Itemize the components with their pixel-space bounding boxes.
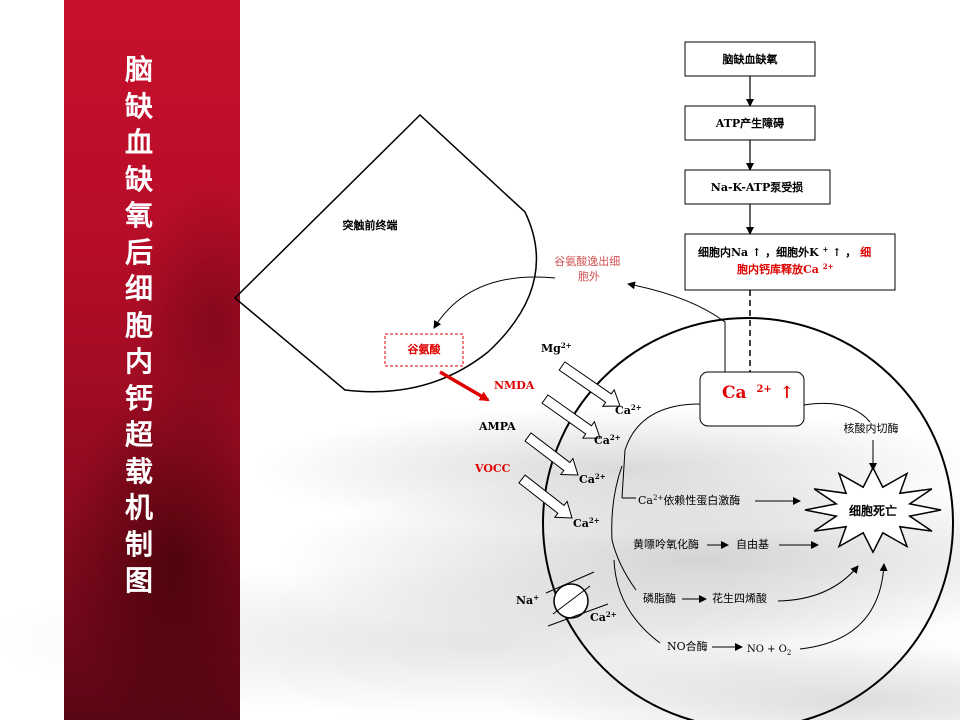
- no-to-death-arrow: [799, 563, 888, 650]
- calcium-overload-node: Ca 2+ ↑: [699, 371, 805, 427]
- flow-box-ischemia-label: 脑缺血缺氧: [723, 52, 778, 66]
- pathway-labels: 核酸内切酶 Ca2+依赖性蛋白激酶 黄嘌呤氧化酶 自由基 磷脂酶 花生四烯酸 N…: [633, 421, 899, 657]
- presynaptic-terminal: 突触前终端 谷氨酸: [233, 113, 556, 402]
- ca-influx-label-1: Ca2+: [615, 403, 642, 417]
- title-char: 缺: [124, 89, 153, 123]
- up-arrow-icon: ↑: [780, 383, 794, 403]
- title-char: 氧: [124, 199, 153, 232]
- mg-channel-arrow: [558, 361, 621, 407]
- ca-center-box: [699, 371, 805, 427]
- title-char: 细: [124, 272, 153, 305]
- nos-label: NO合酶: [667, 639, 708, 653]
- nuclease-label: 核酸内切酶: [844, 421, 899, 435]
- title-char: 钙: [124, 381, 153, 415]
- nmda-label: NMDA: [494, 379, 535, 392]
- free-radical-label: 自由基: [736, 537, 769, 551]
- channel-arrows: [518, 361, 621, 519]
- flow-box-ion-line2: 胞内钙库释放Ca 2+: [737, 262, 834, 276]
- title-char: 血: [124, 126, 153, 159]
- exchanger-line-b: [547, 603, 609, 627]
- terminal-label: 突触前终端: [343, 218, 398, 232]
- branch-trunk-2: [611, 465, 623, 541]
- ca-center-label: Ca 2+ ↑: [722, 377, 794, 403]
- vocc-label: VOCC: [474, 462, 511, 475]
- kinase-label: Ca2+依赖性蛋白激酶: [638, 493, 740, 507]
- exchanger-line-c: [545, 571, 595, 594]
- title-char: 后: [124, 235, 153, 269]
- glutamate-label: 谷氨酸: [408, 342, 442, 356]
- na-ca-exchanger: Na+ Ca2+: [516, 571, 617, 627]
- title-band: [64, 0, 240, 720]
- branch-phospholipase: [611, 539, 637, 591]
- ca-efflux-label: Ca2+: [590, 610, 617, 624]
- title-char: 缺: [124, 162, 153, 196]
- title-char: 脑: [124, 53, 153, 86]
- cell-death-node: 细胞死亡: [804, 466, 942, 554]
- ca-influx-label-4: Ca2+: [573, 516, 600, 530]
- ca-influx-label-3: Ca2+: [579, 472, 606, 486]
- receptors: Mg2+ NMDA AMPA VOCC: [474, 341, 572, 475]
- flow-chart: 脑缺血缺氧 ATP产生障碍 Na-K-ATP泵受损 细胞内Na ↑ ，细胞外K …: [684, 41, 896, 372]
- cell-death-starburst: [804, 466, 942, 554]
- phospholipase-label: 磷脂酶: [643, 591, 676, 605]
- xanthine-label: 黄嘌呤氧化酶: [633, 537, 699, 551]
- title-char: 载: [124, 454, 153, 488]
- aa-to-death-arrow: [777, 565, 859, 602]
- title-char: 超: [124, 418, 153, 451]
- flow-box-ion-line1: 细胞内Na ↑ ，细胞外K + ↑ ， 细: [698, 242, 871, 259]
- flow-box-atp: [684, 105, 816, 141]
- ampa-label: AMPA: [478, 420, 516, 433]
- glutamate-to-nmda-arrow: [439, 370, 490, 402]
- cell-death-label: 细胞死亡: [849, 503, 897, 518]
- neuron-cell: [542, 317, 954, 720]
- release-arrow: [627, 281, 726, 372]
- ca-to-nuclease-line: [803, 402, 871, 423]
- title-char: 制: [124, 527, 153, 561]
- ca-branch-trunk: [621, 403, 701, 499]
- glutamate-release-label: 谷氨酸逸出细 胞外: [554, 254, 624, 283]
- flow-box-pump-label: Na-K-ATP泵受损: [711, 180, 803, 194]
- title-char: 机: [124, 491, 153, 524]
- up-arrow-icon: ↑: [752, 246, 761, 259]
- vocc-channel-arrow: [518, 474, 573, 519]
- mg-label: Mg2+: [541, 341, 572, 355]
- no-o2-label: NO + O2: [747, 644, 791, 657]
- nmda-channel-arrow: [541, 394, 601, 439]
- branch-nos: [613, 559, 661, 644]
- arachidonic-label: 花生四烯酸: [712, 591, 767, 605]
- flow-box-pump: [684, 169, 831, 205]
- flow-box-ion: [684, 233, 896, 291]
- vertical-title: 脑缺血缺氧后细胞内钙超载机制图: [64, 52, 214, 600]
- ampa-channel-arrow: [524, 432, 579, 476]
- glutamate-return-arrow: [433, 276, 556, 329]
- up-arrow-icon: ↑: [832, 246, 841, 259]
- pathway-lines: [611, 402, 888, 651]
- ca-influx-label-2: Ca2+: [594, 433, 621, 447]
- title-char: 图: [124, 564, 153, 597]
- exchanger-line-a: [552, 585, 591, 615]
- flow-box-atp-label: ATP产生障碍: [715, 116, 784, 130]
- title-char: 内: [124, 345, 153, 378]
- calcium-influx-labels: Ca2+ Ca2+ Ca2+ Ca2+: [573, 403, 642, 530]
- na-label: Na+: [516, 593, 539, 607]
- terminal-outline: [233, 113, 538, 393]
- title-char: 胞: [124, 308, 153, 342]
- flow-box-ischemia: [684, 41, 816, 77]
